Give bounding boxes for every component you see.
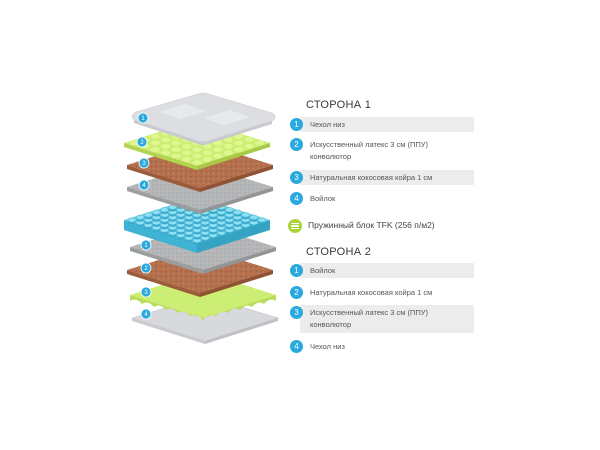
legend-label: Чехол низ bbox=[310, 120, 345, 129]
side1-cover-layer bbox=[132, 92, 276, 145]
number-badge: 1 bbox=[290, 118, 303, 131]
svg-text:2: 2 bbox=[140, 140, 144, 146]
side1-item-2: 2 Искусственный латекс 3 см (ППУ) конвол… bbox=[290, 137, 474, 165]
legend-label: Натуральная кокосовая койра 1 см bbox=[310, 288, 433, 297]
number-badge: 2 bbox=[290, 286, 303, 299]
side2-title: СТОРОНА 2 bbox=[306, 246, 372, 258]
side2-item-3: 3 Искусственный латекс 3 см (ППУ) конвол… bbox=[290, 305, 474, 333]
number-badge: 1 bbox=[290, 264, 303, 277]
mattress-layers-illustration: 1 2 3 4 1 2 3 4 bbox=[124, 92, 280, 344]
svg-text:3: 3 bbox=[142, 161, 146, 167]
side1-item-3: 3 Натуральная кокосовая койра 1 см bbox=[290, 170, 474, 185]
spring-block-item: Пружинный блок TFK (256 п/м2) bbox=[288, 218, 478, 234]
svg-text:4: 4 bbox=[144, 312, 148, 318]
number-badge: 4 bbox=[290, 192, 303, 205]
number-badge: 4 bbox=[290, 340, 303, 353]
legend-label: Искусственный латекс 3 см (ППУ) конволют… bbox=[310, 140, 429, 161]
number-badge: 3 bbox=[290, 306, 303, 319]
number-badge: 3 bbox=[290, 171, 303, 184]
spring-block-label: Пружинный блок TFK (256 п/м2) bbox=[308, 220, 435, 230]
side1-item-4: 4 Войлок bbox=[290, 191, 474, 206]
svg-text:2: 2 bbox=[144, 266, 148, 272]
svg-text:1: 1 bbox=[141, 116, 145, 122]
side2-item-1: 1 Войлок bbox=[290, 263, 474, 278]
svg-text:4: 4 bbox=[142, 183, 146, 189]
legend-label: Искусственный латекс 3 см (ППУ) конволют… bbox=[310, 308, 429, 329]
side1-item-1: 1 Чехол низ bbox=[290, 117, 474, 132]
svg-text:3: 3 bbox=[144, 290, 148, 296]
legend-label: Чехол низ bbox=[310, 342, 345, 351]
side1-title: СТОРОНА 1 bbox=[306, 99, 372, 111]
legend-label: Натуральная кокосовая койра 1 см bbox=[310, 173, 433, 182]
legend-label: Войлок bbox=[310, 194, 336, 203]
side2-item-4: 4 Чехол низ bbox=[290, 339, 474, 354]
side2-item-2: 2 Натуральная кокосовая койра 1 см bbox=[290, 285, 474, 300]
legend-label: Войлок bbox=[310, 266, 336, 275]
number-badge: 2 bbox=[290, 138, 303, 151]
layer-number-bubbles: 1 2 3 4 1 2 3 4 bbox=[136, 112, 152, 320]
svg-text:1: 1 bbox=[144, 243, 148, 249]
spring-block-icon bbox=[288, 219, 302, 233]
